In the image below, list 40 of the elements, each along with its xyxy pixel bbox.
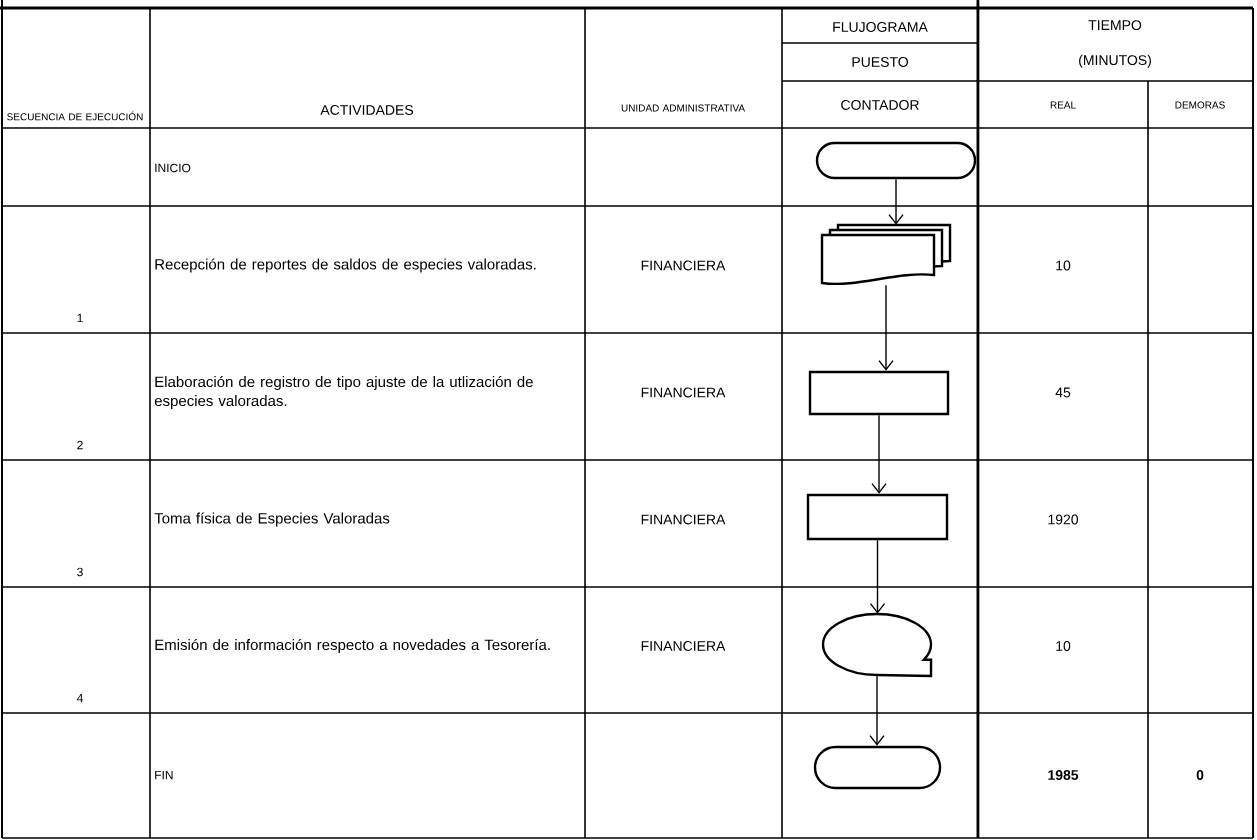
time-value: 1985 <box>1048 770 1079 780</box>
column-header: DEMORAS <box>1175 101 1225 109</box>
arrow <box>871 414 887 494</box>
arrow <box>869 539 886 614</box>
step-number: 4 <box>76 693 83 703</box>
unit-text: FINANCIERA <box>641 514 726 525</box>
column-header: PUESTO <box>852 57 908 67</box>
step-number: 1 <box>77 313 83 323</box>
terminator-symbol <box>815 141 977 180</box>
step-number: 3 <box>77 567 83 577</box>
activity-text: Recepción de reportes de saldos de especies valoradas. <box>155 258 536 273</box>
time-value: 1920 <box>1048 514 1079 525</box>
activity-text: Toma física de Especies Valoradas <box>154 512 390 527</box>
column-header: TIEMPO (MINUTOS) <box>1079 20 1151 68</box>
activity-text: FIN <box>155 770 173 780</box>
activity-text: Emisión de información respecto a novedades a Tesorería. <box>155 638 550 654</box>
column-header: CONTADOR <box>841 100 919 110</box>
column-header: SECUENCIA DE EJECUCIÓN <box>7 111 143 121</box>
process-box <box>808 370 950 416</box>
activity-text: INICIO <box>155 163 191 173</box>
column-header: FLUJOGRAMA <box>833 22 928 32</box>
time-value: 0 <box>1196 770 1204 780</box>
unit-text: FINANCIERA <box>641 260 726 271</box>
unit-text: FINANCIERA <box>641 641 726 651</box>
activity-text: Elaboración de registro de tipo ajuste de la utlización de especies valoradas. <box>154 375 533 410</box>
arrow <box>869 675 885 746</box>
column-header: ACTIVIDADES <box>320 105 414 115</box>
column-header: UNIDAD ADMINISTRATIVA <box>621 104 746 112</box>
arrow <box>878 284 894 371</box>
display-symbol <box>821 612 933 678</box>
multi-document-symbol <box>820 223 952 286</box>
time-value: 10 <box>1056 260 1071 271</box>
arrow <box>888 178 904 225</box>
process-box <box>806 493 949 541</box>
time-value: 10 <box>1056 641 1071 651</box>
step-number: 2 <box>77 440 83 450</box>
column-header: REAL <box>1050 101 1076 109</box>
terminator-symbol <box>813 745 942 790</box>
time-value: 45 <box>1055 387 1071 398</box>
unit-text: FINANCIERA <box>641 387 726 398</box>
